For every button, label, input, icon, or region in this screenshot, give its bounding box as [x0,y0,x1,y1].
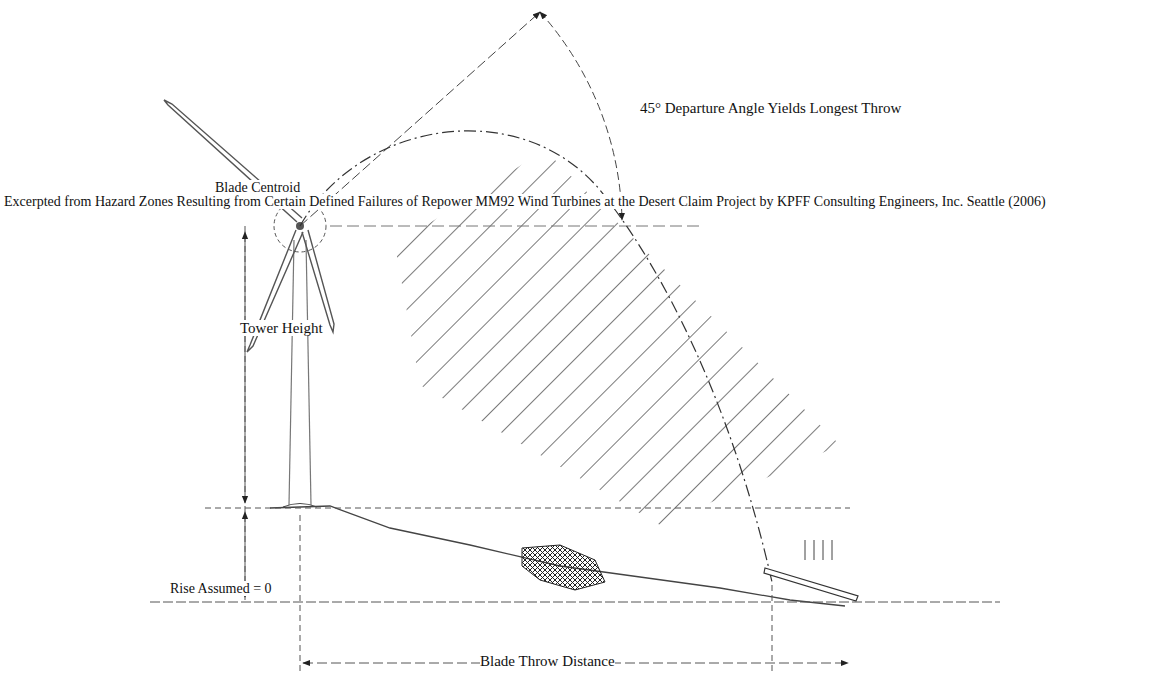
impact-marks [800,540,840,560]
label-text: 45° Departure Angle Yields Longest Throw [640,100,901,116]
angle-arc [540,12,622,220]
dimension-label: Rise Assumed = 0 [170,581,272,597]
rotor-blades [164,100,334,352]
dimension-lines [150,197,1000,672]
dimension-label: Blade Throw Distance [480,653,615,670]
rock-outcrop [522,545,605,590]
label-text: Blade Centroid [215,180,300,195]
dimension-label: Tower Height [240,320,323,337]
angle-note: 45° Departure Angle Yields Longest Throw [640,100,901,117]
label-text: Excerpted from Hazard Zones Resulting fr… [4,194,1046,209]
tower [283,240,317,507]
label-text: Rise Assumed = 0 [170,581,272,596]
terrain [270,506,845,606]
horizontal-reference [330,226,700,227]
landed-blade [764,568,858,601]
source-note: Excerpted from Hazard Zones Resulting fr… [4,194,1154,210]
label-text: Tower Height [240,320,323,336]
label-text: Blade Throw Distance [480,653,615,669]
